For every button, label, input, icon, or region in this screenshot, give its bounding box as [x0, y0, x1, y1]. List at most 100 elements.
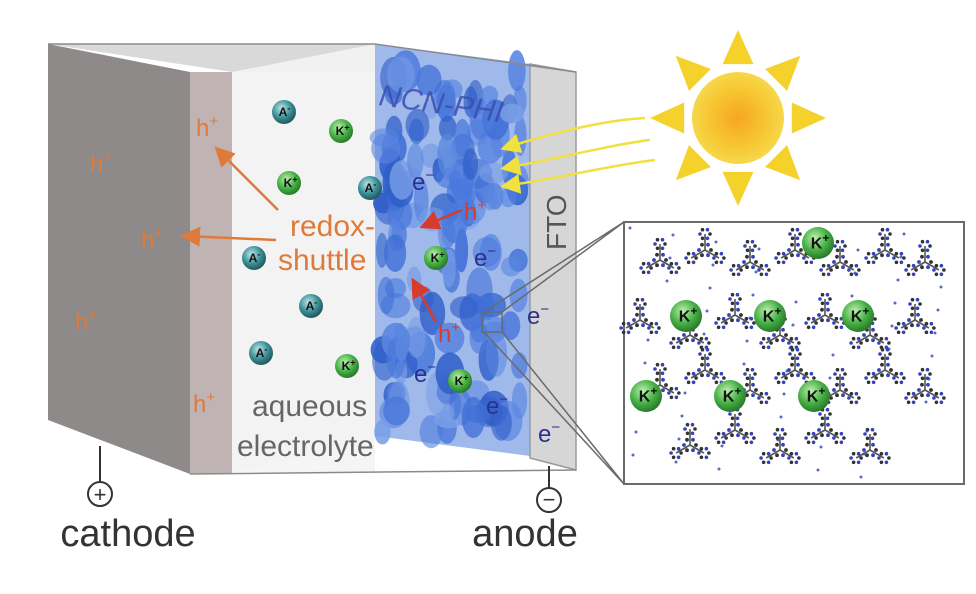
zoom-lines [481, 221, 625, 485]
electrolyte-front [232, 72, 375, 472]
hole-label-red: h+ [438, 319, 460, 348]
particle [395, 335, 408, 361]
redox-label: redox- [290, 210, 375, 243]
svg-text:K+: K+ [284, 174, 298, 190]
shuttle-label: shuttle [278, 244, 366, 277]
particle [434, 322, 465, 354]
svg-text:A-: A- [256, 344, 268, 360]
particle [383, 396, 410, 426]
sun-icon [650, 30, 826, 206]
potassium-ion: K+ [670, 300, 702, 332]
cell-outline [48, 43, 577, 73]
sun-ray [722, 30, 754, 65]
svg-text:K+: K+ [336, 122, 350, 138]
potassium-ion: K+ [448, 369, 472, 393]
particle [371, 133, 401, 164]
hole-carriers-cathode: h+ h+ h+ h+ h+ [75, 113, 218, 418]
anode-sign: − [543, 487, 556, 512]
particle [438, 115, 457, 141]
svg-text:K+: K+ [679, 304, 698, 325]
particle [453, 118, 471, 157]
sun-ray [791, 102, 826, 134]
particle [387, 56, 415, 93]
anion: A- [242, 246, 266, 270]
hole-label: h+ [196, 113, 218, 142]
hole-label: h+ [141, 225, 163, 254]
cathode-sign: + [94, 482, 107, 507]
arrow-hole-up [411, 277, 438, 323]
particle [461, 396, 486, 439]
ions: A-K+K+A-A-K+A-A-K+K+ [242, 100, 472, 393]
particle [389, 160, 415, 200]
particle [508, 50, 526, 92]
potassium-ion: K+ [798, 380, 830, 412]
anion: A- [249, 341, 273, 365]
particle [480, 85, 499, 104]
potassium-ion: K+ [754, 300, 786, 332]
potassium-ion: K+ [277, 171, 301, 195]
particle [469, 99, 491, 140]
anion: A- [299, 294, 323, 318]
electron-carriers: e− e− e− e− e− e− [412, 167, 560, 448]
potassium-ion: K+ [842, 300, 874, 332]
inset-cations: K+ K+ K+ K+ K+ K+ K+ [630, 227, 874, 412]
arrow-hole-to-shuttle [419, 208, 463, 230]
particle [462, 148, 478, 180]
svg-text:A-: A- [279, 103, 291, 119]
electrolyte-label: electrolyte [237, 430, 374, 463]
svg-text:A-: A- [365, 179, 377, 195]
structure-inset: K+ K+ K+ K+ K+ K+ K+ [619, 221, 965, 485]
svg-text:A-: A- [249, 249, 261, 265]
particle [479, 162, 508, 184]
particle [511, 382, 528, 419]
particle [406, 316, 426, 359]
zoom-source-box [481, 311, 503, 333]
particle [441, 202, 468, 244]
anode-label: anode [472, 513, 578, 555]
potassium-ion: K+ [329, 119, 353, 143]
svg-text:K+: K+ [455, 372, 469, 388]
hole-label-red: h+ [464, 197, 486, 226]
svg-text:K+: K+ [851, 304, 870, 325]
svg-text:K+: K+ [723, 384, 742, 405]
electron-label: e− [412, 167, 434, 196]
particle [511, 352, 528, 379]
potassium-ion: K+ [714, 380, 746, 412]
inset-frame [623, 221, 965, 485]
svg-text:K+: K+ [811, 231, 830, 252]
electron-label: e− [486, 391, 508, 420]
anion: A- [272, 100, 296, 124]
cathode-terminal-icon [87, 481, 113, 507]
potassium-ion: K+ [630, 380, 662, 412]
sun-ray [765, 55, 801, 91]
potassium-ion: K+ [335, 354, 359, 378]
particle [407, 143, 424, 179]
particle [453, 182, 476, 209]
arrow-to-mid-hole [180, 226, 277, 247]
particle [486, 331, 508, 377]
light-rays [500, 116, 656, 194]
electron-label: e− [414, 359, 436, 388]
particle [422, 98, 438, 119]
hole-label: h+ [90, 149, 112, 178]
fto-label: FTO [541, 195, 572, 250]
cathode-plate-side [48, 44, 190, 474]
sun-ray [675, 145, 711, 181]
particle [440, 404, 454, 423]
cell-bottom-edge [189, 469, 577, 475]
cathode-plate-front [190, 72, 232, 474]
particle [449, 296, 479, 319]
particle [374, 419, 391, 445]
cathode-label: cathode [60, 513, 195, 555]
svg-text:K+: K+ [763, 304, 782, 325]
svg-text:A-: A- [306, 297, 318, 313]
particle [500, 311, 521, 340]
svg-text:K+: K+ [639, 384, 658, 405]
svg-text:K+: K+ [807, 384, 826, 405]
particle [377, 276, 395, 315]
particle [472, 237, 501, 267]
particle [490, 405, 512, 441]
particle [483, 189, 498, 211]
sun-ray [650, 102, 685, 134]
